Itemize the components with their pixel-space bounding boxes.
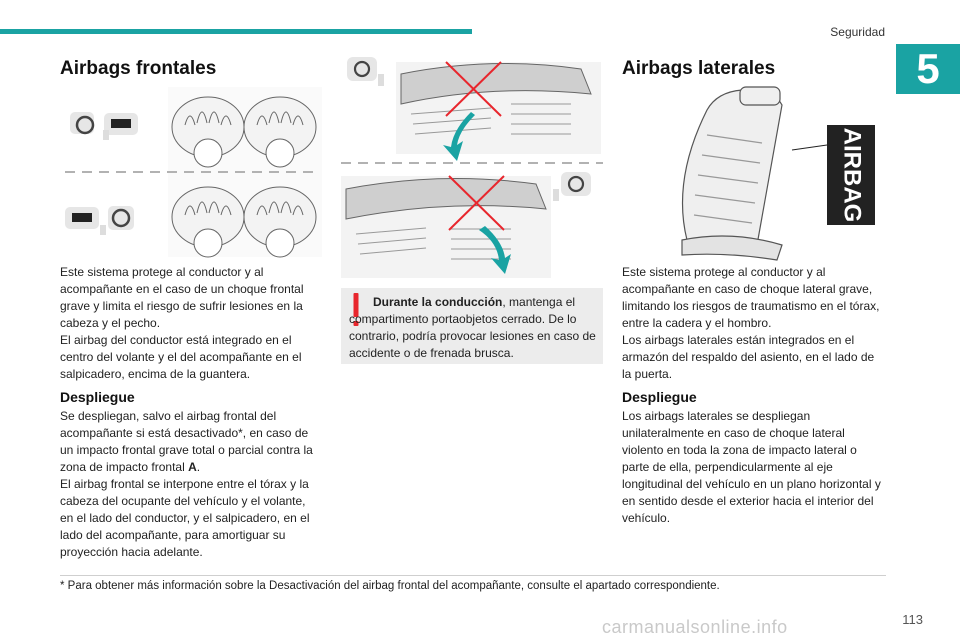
warning-text: Durante la conducción, mantenga el compa… [349,295,596,360]
occupant-airbag-icon [171,96,317,168]
footnote: * Para obtener más información sobre la … [60,580,720,592]
frontal-airbags-illustration [65,87,322,258]
frontal-deploy-text: Se despliegan, salvo el airbag frontal d… [60,409,313,474]
side-deploy-title: Despliegue [622,389,697,405]
side-airbags-intro: Este sistema protege al conductor y al a… [622,265,880,381]
page-number: 113 [902,612,923,627]
seated-occupant-icon [171,186,317,258]
chapter-number: 5 [896,44,960,94]
side-airbags-title: Airbags laterales [622,58,776,79]
airbag-tag-text: AIRBAG [839,128,866,223]
impact-zone-label: A [188,460,197,474]
warning-box: Durante la conducción, mantenga el compa… [341,288,603,364]
footnote-divider [60,575,886,576]
deploy-arrow-icon [443,112,475,161]
frontal-airbags-title: Airbags frontales [60,58,217,79]
header-accent-bar [0,29,472,34]
side-deploy-text: Los airbags laterales se despliegan unil… [622,409,881,525]
passenger-airbag-indicator-icon-2 [553,172,591,201]
deploy-arrow-icon-2 [479,226,511,274]
driver-steering-wheel-icon [70,112,138,140]
passenger-airbag-indicator-icon [347,57,384,86]
frontal-airbags-intro: Este sistema protege al conductor y al a… [60,265,304,381]
airbag-label-tag [827,125,875,225]
seat-airbag-illustration: AIRBAG [681,86,875,261]
frontal-deploy-text-2: El airbag frontal se interpone entre el … [60,477,310,559]
glovebox-illustration [341,54,603,282]
section-name: Seguridad [830,25,885,39]
warning-exclamation-icon [353,293,359,326]
passenger-steering-wheel-icon [65,206,134,235]
watermark: carmanualsonline.info [602,617,788,637]
seat-icon [681,86,783,261]
frontal-deploy-title: Despliegue [60,389,135,405]
